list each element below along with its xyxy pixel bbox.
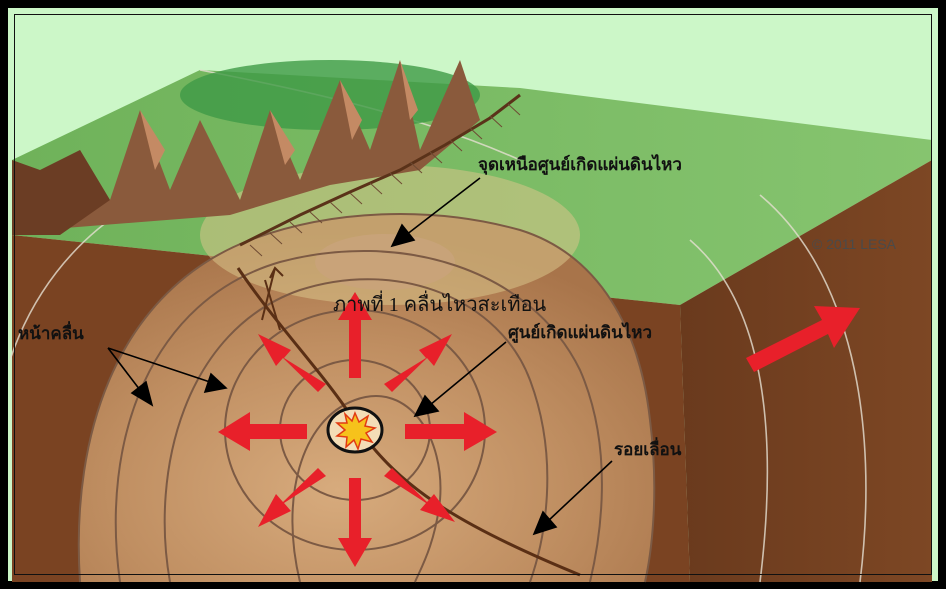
fault-label: รอยเลื่อน: [614, 436, 681, 463]
copyright-label: © 2011 LESA: [812, 236, 896, 252]
figure-caption: ภาพที่ 1 คลื่นไหวสะเทือน: [333, 288, 546, 320]
wave-front-label: หน้าคลื่น: [18, 320, 84, 347]
focus-label: ศูนย์เกิดแผ่นดินไหว: [508, 319, 652, 346]
epicenter-label: จุดเหนือศูนย์เกิดแผ่นดินไหว: [478, 151, 682, 178]
